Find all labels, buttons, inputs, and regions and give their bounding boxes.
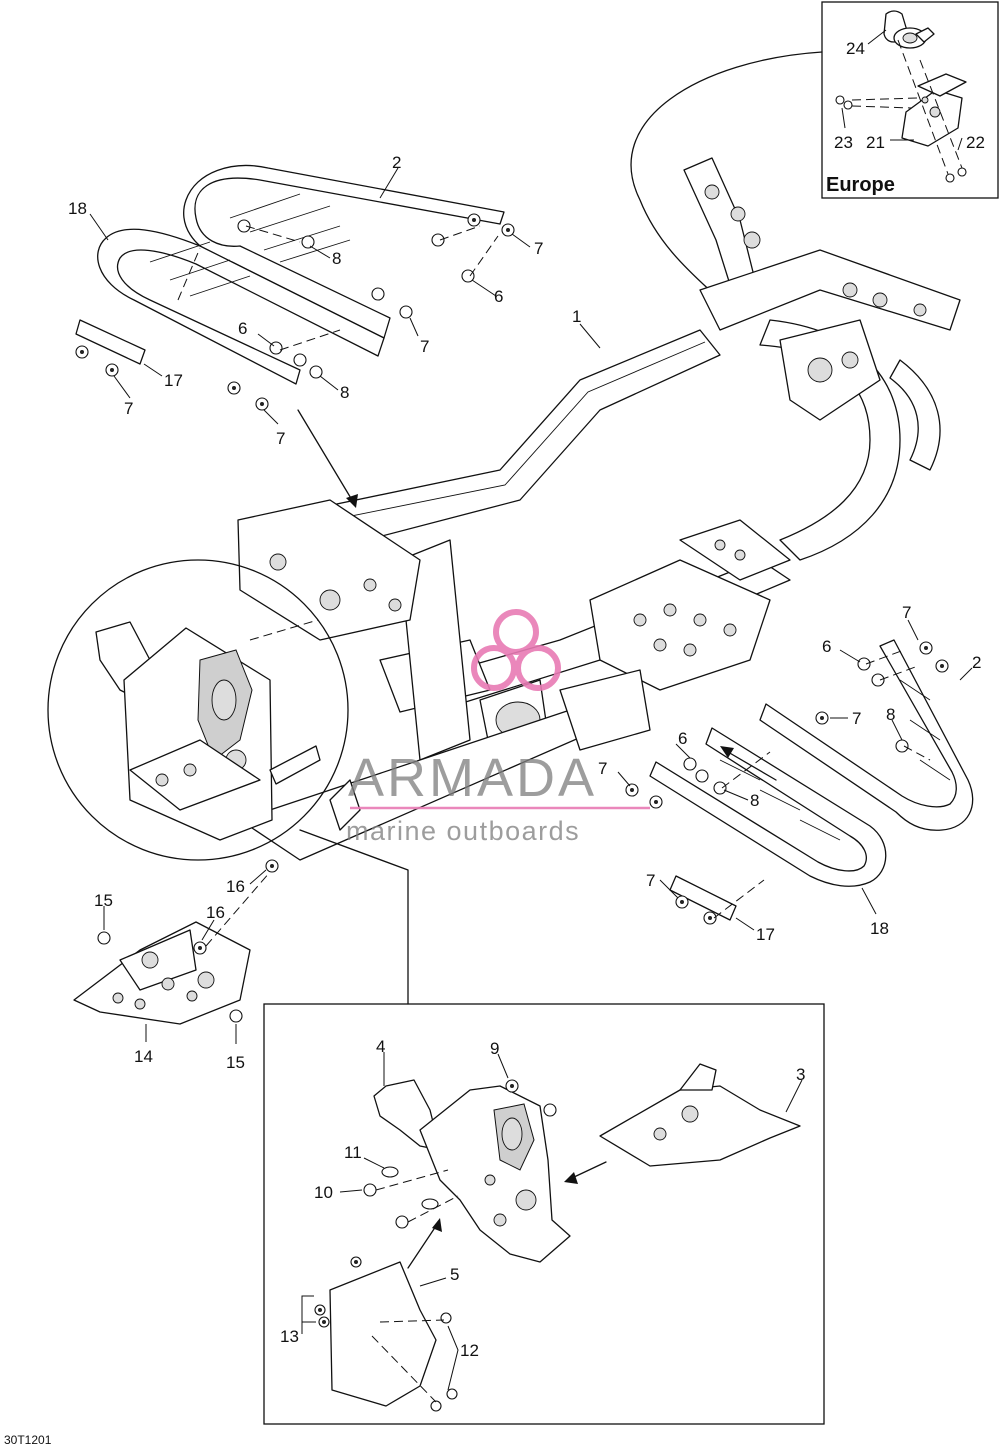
callout-8-rear-mid: 8 (340, 383, 349, 402)
callout-4: 4 (376, 1037, 385, 1056)
watermark-brand: ARMADA (348, 748, 597, 808)
callout-7-front-top: 7 (902, 603, 911, 622)
callout-23: 23 (834, 133, 853, 152)
nut-icon (843, 100, 853, 110)
frame-icon (237, 157, 961, 861)
callout-5: 5 (450, 1265, 459, 1284)
brand-logo-icon (471, 609, 561, 691)
inset-pointer-arc (630, 51, 823, 301)
callout-13: 13 (280, 1327, 299, 1346)
callout-7-center: 7 (598, 759, 607, 778)
callout-7-rear-d: 7 (276, 429, 285, 448)
callout-6-rear-mid: 6 (238, 319, 247, 338)
callout-22: 22 (966, 133, 985, 152)
watermark: ARMADA marine outboards (346, 609, 650, 846)
detail-box (263, 1003, 825, 1425)
callout-7-front-low: 7 (646, 871, 655, 890)
ignition-switch-icon (883, 10, 935, 49)
callout-2-front: 2 (972, 653, 981, 672)
callout-17-rear: 17 (164, 371, 183, 390)
callout-3: 3 (796, 1065, 805, 1084)
callout-6-front-mid: 6 (678, 729, 687, 748)
callout-6-rear-top: 6 (494, 287, 503, 306)
callout-7-front-mid: 7 (852, 709, 861, 728)
callout-12: 12 (460, 1341, 479, 1360)
callout-2-rear: 2 (392, 153, 401, 172)
figure-code: 30T1201 (4, 1433, 52, 1447)
callout-16-a: 16 (206, 903, 225, 922)
callout-15-bot: 15 (226, 1053, 245, 1072)
callout-17-front: 17 (756, 925, 775, 944)
callout-24: 24 (846, 39, 865, 58)
callout-11: 11 (344, 1143, 362, 1162)
nut-icon (957, 167, 967, 177)
europe-inset: 24 21 23 22 Europe (821, 1, 999, 199)
bumper-icon (649, 639, 974, 921)
nut-icon (945, 173, 955, 183)
callout-14: 14 (134, 1047, 153, 1066)
callout-18-front: 18 (870, 919, 889, 938)
callout-7-rear-b: 7 (420, 337, 429, 356)
callout-8-rear-top: 8 (332, 249, 341, 268)
detail-circle (47, 559, 349, 861)
callout-9: 9 (490, 1039, 499, 1058)
nut-icon (835, 95, 845, 105)
callout-16-b: 16 (226, 877, 245, 896)
callout-15-top: 15 (94, 891, 113, 910)
region-label: Europe (826, 174, 895, 196)
callout-7-rear-a: 7 (534, 239, 543, 258)
bolt-icon (625, 641, 949, 925)
bolt-icon (75, 213, 515, 411)
bolt-icon (314, 1079, 557, 1412)
callout-6-front-top: 6 (822, 637, 831, 656)
bumper-icon (75, 164, 505, 385)
callout-21: 21 (866, 133, 885, 152)
callout-7-rear-c: 7 (124, 399, 133, 418)
callout-8-front-mid: 8 (750, 791, 759, 810)
callout-18-rear: 18 (68, 199, 87, 218)
watermark-tagline: marine outboards (346, 816, 580, 846)
switch-bracket-icon (901, 73, 967, 147)
bolt-icon (97, 859, 279, 1023)
callout-10: 10 (314, 1183, 333, 1202)
callout-1: 1 (572, 307, 581, 326)
callout-8-front-top: 8 (886, 705, 895, 724)
